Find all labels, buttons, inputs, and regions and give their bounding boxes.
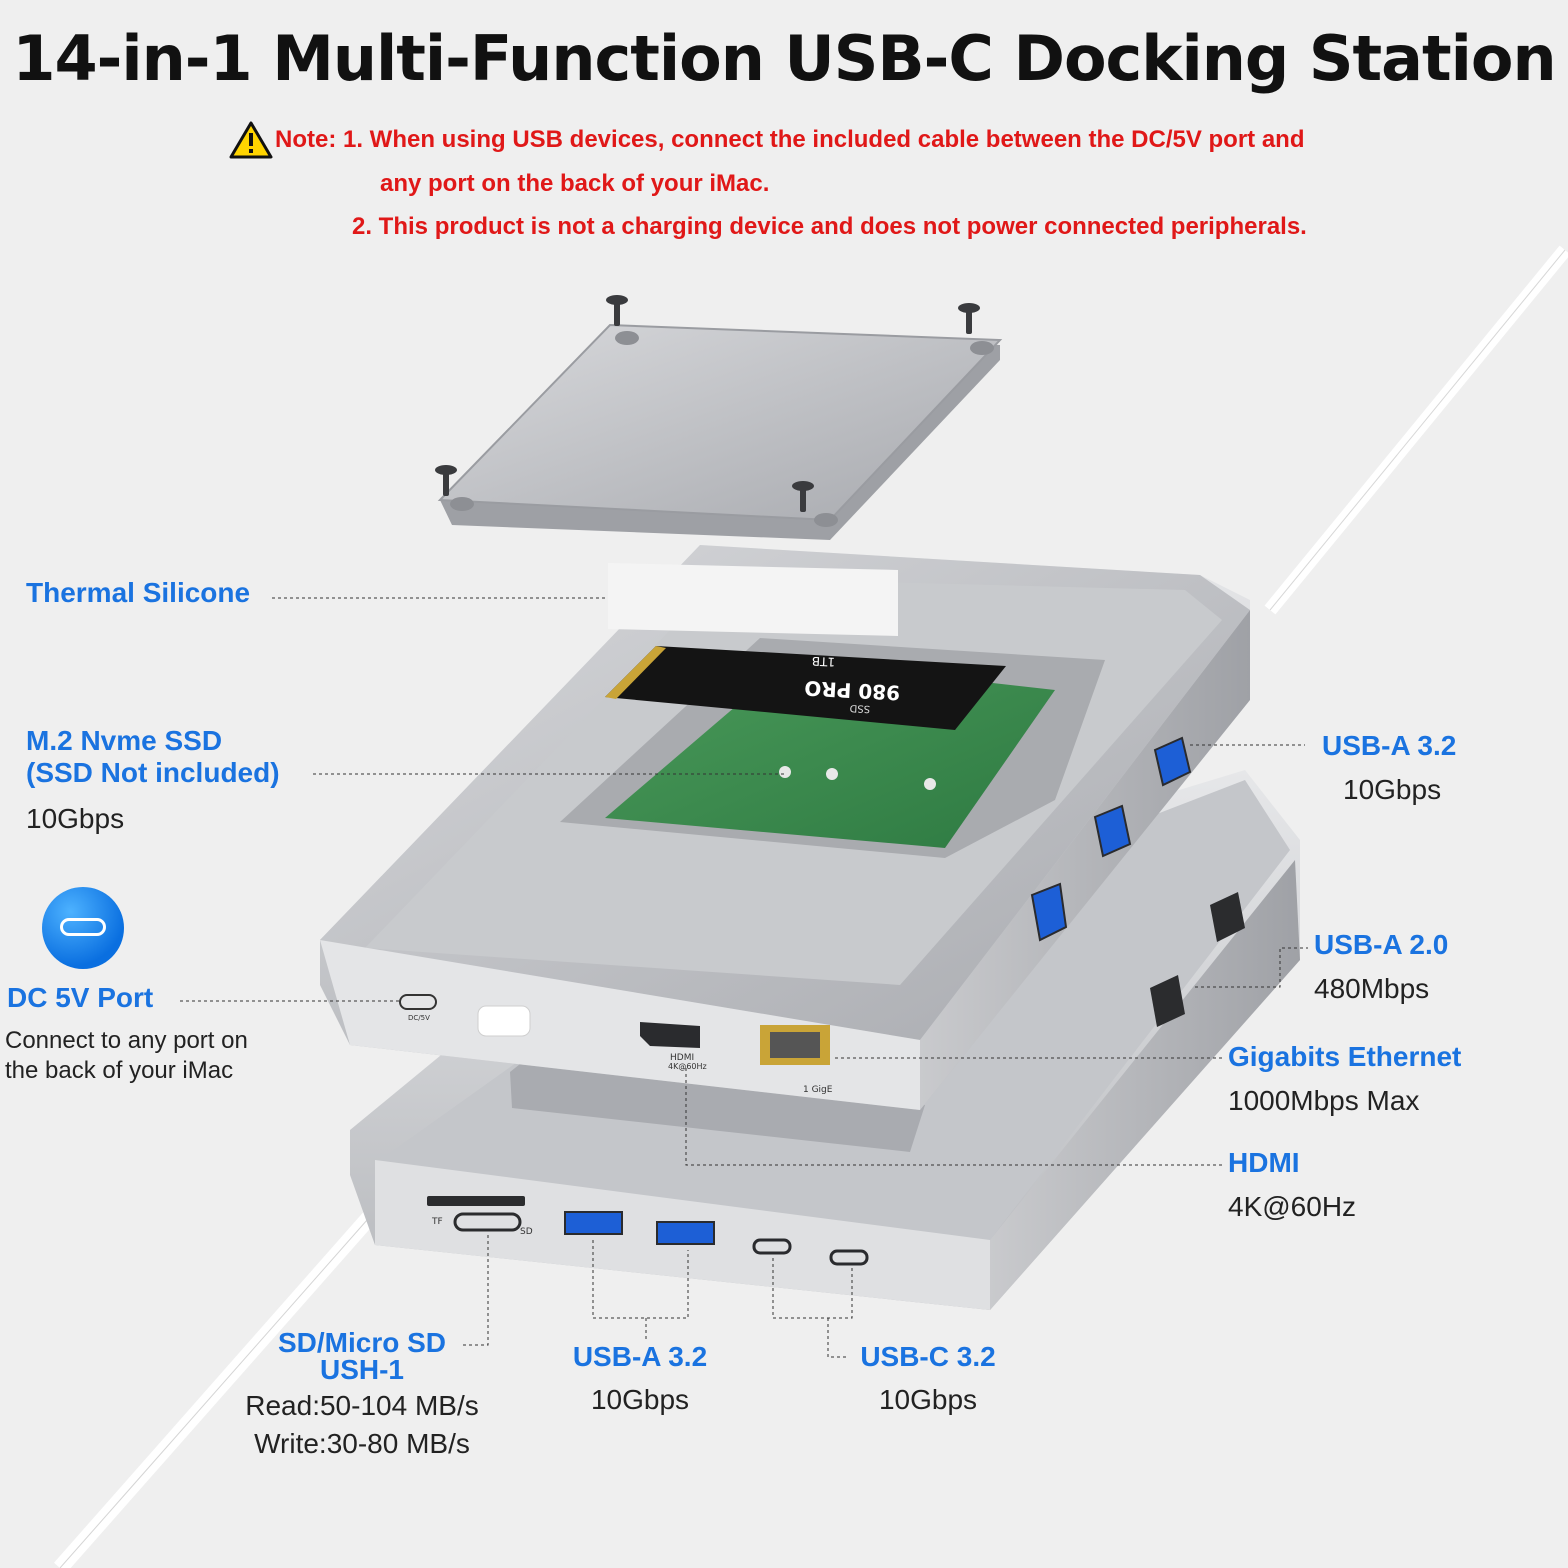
usb-a-2-0-label: USB-A 2.0 bbox=[1314, 929, 1449, 960]
hdmi-port-res: 4K@60Hz bbox=[668, 1062, 707, 1071]
hdmi-resolution: 4K@60Hz bbox=[1228, 1191, 1357, 1222]
hdmi-port bbox=[640, 1022, 700, 1048]
sd-write-speed: Write:30-80 MB/s bbox=[254, 1428, 470, 1459]
usb-a-3-2-bottom-label: USB-A 3.2 bbox=[572, 1341, 708, 1372]
sd-slot-label: SD bbox=[520, 1227, 533, 1237]
usb-a-3-2-bottom-speed: 10Gbps bbox=[590, 1384, 690, 1415]
dc-port-desc-line1: Connect to any port on bbox=[5, 1027, 248, 1054]
page-title: 14-in-1 Multi-Function USB-C Docking Sta… bbox=[12, 22, 1556, 95]
dc-port-label: DC/5V bbox=[408, 1014, 430, 1022]
ethernet-label: Gigabits Ethernet bbox=[1228, 1041, 1462, 1072]
ethernet-port-label: 1 GigE bbox=[803, 1085, 833, 1095]
note-line-2: any port on the back of your iMac. bbox=[380, 170, 770, 197]
hdmi-label: HDMI bbox=[1228, 1147, 1300, 1178]
usb-a-2-0-speed: 480Mbps bbox=[1314, 973, 1430, 1004]
ethernet-speed: 1000Mbps Max bbox=[1228, 1085, 1420, 1116]
sd-label-line1: SD/Micro SD bbox=[277, 1327, 447, 1358]
sd-slots bbox=[427, 1196, 525, 1232]
note-line-1: Note: 1. When using USB devices, connect… bbox=[275, 126, 1305, 153]
lid-plate bbox=[437, 323, 1003, 540]
bottom-usb-c-ports bbox=[752, 1238, 869, 1266]
usb-a-black-ports bbox=[1150, 892, 1245, 1027]
usb-c-3-2-label: USB-C 3.2 bbox=[860, 1341, 996, 1372]
dc-port-desc-line2: the back of your iMac bbox=[5, 1057, 234, 1084]
tf-slot-label: TF bbox=[431, 1217, 443, 1227]
ssd-label-line2: (SSD Not included) bbox=[26, 757, 280, 788]
warning-icon bbox=[229, 121, 273, 159]
usb-a-3-2-right-speed: 10Gbps bbox=[1343, 774, 1442, 805]
thermal-silicone-label: Thermal Silicone bbox=[26, 577, 251, 608]
usb-a-blue-ports bbox=[1030, 736, 1192, 942]
sd-read-speed: Read:50-104 MB/s bbox=[245, 1390, 479, 1421]
note-line-3: 2. This product is not a charging device… bbox=[352, 213, 1307, 240]
bottom-usb-a-ports bbox=[564, 1211, 715, 1245]
usb-a-3-2-right-label: USB-A 3.2 bbox=[1322, 730, 1457, 761]
screw-icons bbox=[435, 295, 980, 512]
sd-label-line2: USH-1 bbox=[319, 1354, 404, 1385]
ssd-brand-text: 980 PRO bbox=[804, 676, 901, 705]
usb-c-port-icon bbox=[42, 887, 124, 969]
ssd-speed: 10Gbps bbox=[26, 803, 125, 834]
usb-c-3-2-speed: 10Gbps bbox=[878, 1384, 978, 1415]
hdmi-port-label: HDMI bbox=[670, 1053, 694, 1063]
ssd-type-text: SSD bbox=[849, 702, 870, 714]
ethernet-port bbox=[760, 1025, 830, 1065]
upper-hub bbox=[320, 545, 1250, 1110]
ssd-label-line1: M.2 Nvme SSD bbox=[26, 725, 223, 756]
dc-port bbox=[399, 994, 437, 1010]
leader-lines bbox=[180, 597, 1308, 1358]
ssd-capacity-text: 1TB bbox=[811, 654, 835, 669]
dc-port-label: DC 5V Port bbox=[7, 982, 154, 1013]
